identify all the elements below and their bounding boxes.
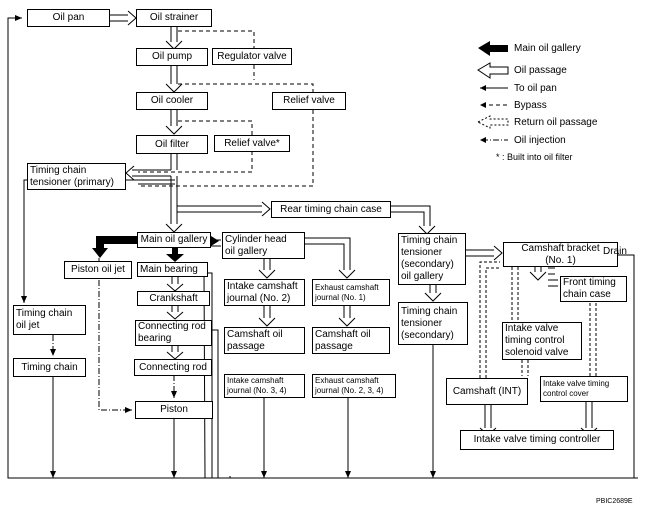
bypass-line	[138, 151, 253, 173]
piston-oil-jet-box: Piston oil jet	[64, 261, 132, 279]
legend-symbols	[476, 41, 509, 143]
oil-passage	[548, 279, 558, 287]
legend-return-passage-icon	[476, 115, 509, 129]
oil-passage	[391, 205, 436, 235]
legend-built-in-note: * : Built into oil filter	[496, 152, 573, 162]
timing-chain-box: Timing chain	[13, 358, 86, 377]
regulator-valve-box: Regulator valve	[212, 48, 292, 65]
legend-oil-passage-label: Oil passage	[514, 65, 567, 76]
camshaft-int-box: Camshaft (INT)	[446, 378, 528, 405]
oil-strainer-box: Oil strainer	[136, 9, 212, 27]
oil-passage	[166, 305, 184, 320]
oil-passage	[466, 245, 503, 261]
bypass-line	[178, 120, 253, 135]
oil-passage	[177, 201, 271, 217]
legend-to-oil-pan-icon	[480, 85, 486, 91]
camshaft-oil-passage-a-box: Camshaft oil passage	[224, 327, 305, 354]
drain-label: Drain	[603, 246, 627, 257]
main-oil-gallery-box: Main oil gallery	[137, 232, 211, 248]
exhaust-camshaft-journal-1-box: Exhaust camshaft journal (No. 1)	[312, 279, 390, 306]
figure-code: PBIC2689E	[596, 498, 633, 505]
main-bearing-box: Main bearing	[137, 262, 208, 277]
exhaust-camshaft-journal-234-box: Exhaust camshaft journal (No. 2, 3, 4)	[312, 374, 396, 398]
rear-timing-chain-case-box: Rear timing chain case	[271, 201, 391, 218]
oil-cooler-box: Oil cooler	[136, 92, 208, 110]
return-oil-passage	[589, 298, 597, 376]
oil-passage	[338, 305, 356, 327]
oil-passage	[165, 176, 183, 233]
to-oil-pan-line	[212, 329, 219, 478]
timing-chain-tensioner-secondary-gallery-box: Timing chain tensioner (secondary) oil g…	[398, 233, 466, 285]
camshaft-oil-passage-b-box: Camshaft oil passage	[312, 327, 390, 354]
legend-oil-injection-label: Oil injection	[514, 135, 566, 146]
relief-valve-box: Relief valve	[272, 92, 346, 110]
legend-bypass-label: Bypass	[514, 100, 547, 111]
intake-camshaft-journal-34-box: Intake camshaft journal (No. 3, 4)	[224, 374, 305, 398]
oil-passage	[110, 14, 128, 22]
piston-box: Piston	[135, 401, 213, 419]
legend-to-oil-pan-label: To oil pan	[514, 83, 557, 94]
cylinder-head-oil-gallery-box: Cylinder head oil gallery	[222, 232, 305, 259]
oil-passage	[170, 154, 178, 170]
connecting-rod-bearing-box: Connecting rod bearing	[135, 320, 212, 346]
connecting-rod-box: Connecting rod	[134, 359, 212, 376]
oil-pan-box: Oil pan	[27, 9, 110, 27]
return-oil-passage	[479, 261, 500, 378]
oil-passage	[125, 165, 171, 181]
intake-camshaft-journal-2-box: Intake camshaft journal (No. 2)	[224, 279, 305, 306]
legend-return-oil-passage-label: Return oil passage	[514, 117, 598, 128]
legend-oil-passage-icon	[477, 62, 509, 79]
relief-valve-star-box: Relief valve*	[214, 135, 290, 152]
to-oil-pan-line	[618, 254, 635, 478]
oil-passage	[166, 276, 184, 292]
oil-passage	[165, 27, 183, 50]
timing-chain-oil-jet-box: Timing chain oil jet	[13, 305, 86, 335]
main-oil-gallery-arrow	[92, 248, 108, 258]
legend-oil-injection-icon	[480, 137, 486, 143]
oil-injection-line	[98, 258, 132, 413]
intake-valve-timing-control-solenoid-valve-box: Intake valve timing control solenoid val…	[502, 322, 582, 360]
bypass-line	[178, 30, 255, 48]
oil-pump-box: Oil pump	[136, 48, 208, 66]
legend-main-oil-gallery-label: Main oil gallery	[514, 43, 581, 54]
oil-filter-box: Oil filter	[136, 135, 208, 154]
crankshaft-box: Crankshaft	[137, 291, 210, 306]
bypass-line	[138, 130, 314, 187]
camshaft-bracket-box: Camshaft bracket (No. 1)	[503, 242, 618, 267]
oil-passage	[258, 258, 276, 279]
oil-passage	[305, 237, 356, 279]
to-oil-pan-line	[7, 15, 26, 479]
front-timing-chain-case-box: Front timing chain case	[560, 276, 627, 302]
intake-valve-timing-controller-box: Intake valve timing controller	[460, 430, 614, 450]
legend-bypass-icon	[480, 102, 486, 108]
oil-passage	[127, 10, 137, 26]
oil-passage	[548, 267, 555, 275]
oil-passage	[166, 345, 184, 360]
main-oil-gallery-arrow	[166, 246, 184, 262]
return-oil-passage	[521, 360, 529, 376]
intake-valve-timing-control-cover-box: Intake valve timing control cover	[540, 376, 628, 402]
oil-passage	[424, 285, 442, 302]
timing-chain-tensioner-primary-box: Timing chain tensioner (primary)	[27, 163, 126, 190]
timing-chain-tensioner-secondary-box: Timing chain tensioner (secondary)	[398, 302, 468, 345]
main-oil-gallery-arrow	[211, 236, 219, 246]
oil-passage	[165, 66, 183, 93]
main-oil-gallery-arrow	[96, 236, 137, 250]
bypass-line	[178, 83, 314, 92]
legend-main-oil-gallery-icon	[478, 41, 508, 56]
oil-passage	[258, 305, 276, 327]
oil-passage	[165, 110, 183, 135]
return-oil-passage	[511, 262, 519, 322]
